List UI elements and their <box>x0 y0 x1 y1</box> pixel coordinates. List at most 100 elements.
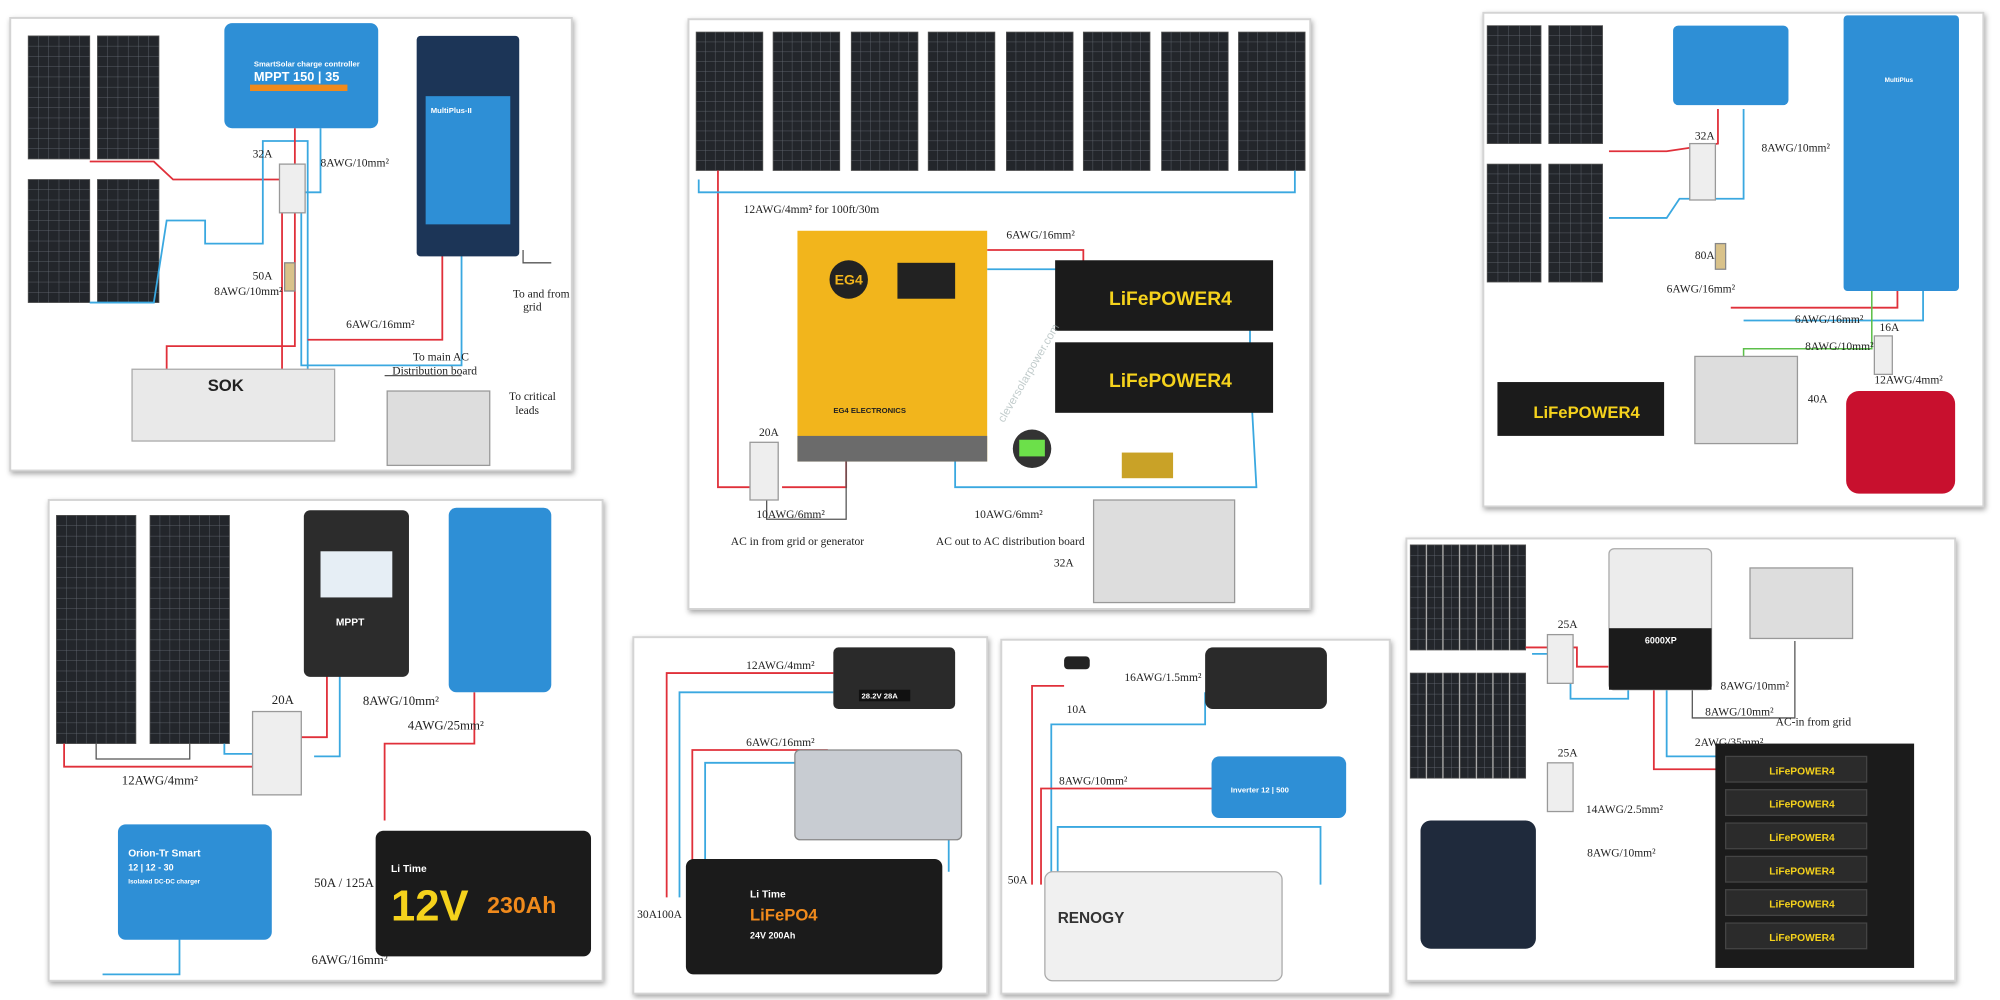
wire-negative <box>697 170 1296 194</box>
solar-panel-grid <box>1006 32 1074 171</box>
label-grid: To and from <box>513 288 570 300</box>
battery <box>1044 871 1283 982</box>
battery-shelves: LiFePOWER4LiFePOWER4LiFePOWER4LiFePOWER4… <box>1725 755 1868 950</box>
battery-module-label: LiFePOWER4 <box>1769 900 1835 911</box>
label-fuse: 50A <box>1008 874 1029 886</box>
solar-array <box>1486 25 1603 283</box>
label-breaker: 20A <box>759 427 780 439</box>
label-wire: 12AWG/4mm² <box>746 660 815 672</box>
label-fuse: 50A <box>253 270 274 282</box>
solar-panel-grid <box>851 32 918 171</box>
solar-panel-grid <box>97 179 159 303</box>
label-breaker: 32A <box>1054 558 1075 570</box>
eg4-logo-text: EG4 <box>835 272 863 288</box>
diagram-litime-12v: MPPT Orion-Tr Smart 12 | 12 - 30 Isolate… <box>47 499 604 982</box>
solar-panel-grid <box>1493 673 1509 779</box>
battery-charger <box>1205 647 1327 709</box>
battery-brand: Li Time <box>391 864 427 875</box>
battery-sok <box>131 368 336 442</box>
breaker <box>1546 762 1574 813</box>
label-wire: 2AWG/35mm² <box>1695 737 1764 749</box>
solar-array <box>1409 544 1527 779</box>
distribution-board <box>386 390 491 467</box>
label-wire: 12AWG/4mm² <box>1874 374 1943 386</box>
label-wire: 8AWG/10mm² <box>321 158 390 170</box>
wire-ac <box>522 250 552 264</box>
label-wire: 8AWG/10mm² <box>1705 706 1774 718</box>
controller-stripe <box>250 84 348 92</box>
breaker-generator <box>1873 335 1893 375</box>
solar-array <box>695 31 1306 171</box>
battery-label: LiFePOWER4 <box>1109 289 1232 310</box>
fuse <box>283 262 296 292</box>
solar-array <box>56 515 230 744</box>
inverter-name: MultiPlus <box>1885 77 1914 84</box>
label-wire: 6AWG/16mm² <box>1795 314 1864 326</box>
wire-negative <box>678 691 834 898</box>
wire-negative <box>300 128 463 367</box>
label-wire: 6AWG/16mm² <box>1667 283 1736 295</box>
breaker <box>278 163 306 214</box>
breaker <box>251 710 302 796</box>
controller-brand: SmartSolar charge controller <box>254 60 360 69</box>
solar-panel-grid <box>1426 673 1443 779</box>
wire-ac <box>1742 291 1873 359</box>
breaker <box>1546 633 1574 684</box>
battery-spec: 24V 200Ah <box>750 930 795 940</box>
breaker <box>749 441 779 501</box>
diagram-renogy: Inverter 12 | 500 RENOGY 16AWG/1.5mm² 10… <box>1000 638 1391 995</box>
wire-positive <box>165 128 296 379</box>
diagram-litime-24v: 28.2V 28A Li Time LiFePO4 24V 200Ah 12AW… <box>632 636 989 995</box>
wire-ac <box>1691 641 1796 719</box>
label-wire: 16AWG/1.5mm² <box>1124 672 1202 684</box>
battery-module-label: LiFePOWER4 <box>1769 933 1835 944</box>
solar-panel-grid <box>1426 544 1443 650</box>
label-wire: 6AWG/16mm² <box>312 953 388 967</box>
dcdc-name: Orion-Tr Smart <box>128 848 201 859</box>
charger-display-text: 28.2V 28A <box>862 692 899 701</box>
solar-panel-grid <box>1443 544 1459 650</box>
label-wire: 8AWG/10mm² <box>1587 847 1656 859</box>
fuse <box>1714 242 1727 270</box>
wire-ac <box>766 461 847 520</box>
solar-array <box>27 35 160 303</box>
solar-panel-grid <box>1410 673 1426 779</box>
wire-negative <box>1608 108 1745 219</box>
eg4-inverter <box>797 230 988 462</box>
inverter <box>794 749 963 841</box>
label-breaker: 40A <box>1808 394 1829 406</box>
label-ac-in: AC-in from grid <box>1776 717 1852 729</box>
controller-display <box>320 551 393 598</box>
charge-controller <box>1673 25 1789 106</box>
label-wire: 6AWG/16mm² <box>746 737 815 749</box>
solar-panel-grid <box>1548 25 1603 144</box>
label-wire: 14AWG/2.5mm² <box>1586 804 1664 816</box>
label-main-ac: To main AC <box>413 351 469 363</box>
solar-panel-grid <box>1548 164 1603 283</box>
wire-positive <box>717 170 751 489</box>
battery-module <box>1725 755 1868 783</box>
battery-module <box>1725 922 1868 950</box>
solar-panel-grid <box>1410 544 1426 650</box>
generator <box>1846 391 1956 494</box>
diagram-victron-multiplus: MultiPlus LiFePOWER4 32A 8AWG/10mm² 80A … <box>1482 11 1985 508</box>
label-ac-out: AC out to AC distribution board <box>936 536 1085 548</box>
label-wire: 8AWG/10mm² <box>1805 341 1874 353</box>
wire-series <box>95 743 191 760</box>
inverter-name: EG4 ELECTRONICS <box>833 406 906 415</box>
label-wire: 8AWG/10mm² <box>363 694 439 708</box>
battery-brand: RENOGY <box>1058 910 1125 927</box>
inverter <box>448 507 552 693</box>
label-critical: To critical <box>509 391 556 403</box>
solar-panel-grid <box>1493 544 1509 650</box>
solar-panel-grid <box>56 515 136 744</box>
solar-panel-grid <box>1487 164 1542 283</box>
label-wire: 8AWG/10mm² <box>1059 776 1128 788</box>
solar-panel-grid <box>1460 544 1476 650</box>
label-fuse: 30A <box>637 909 658 921</box>
wire-positive <box>1031 685 1065 885</box>
wire-negative <box>102 935 181 976</box>
label-wire: 8AWG/10mm² <box>1721 681 1790 693</box>
wire-positive <box>301 673 328 739</box>
label-breaker: 32A <box>253 149 274 161</box>
